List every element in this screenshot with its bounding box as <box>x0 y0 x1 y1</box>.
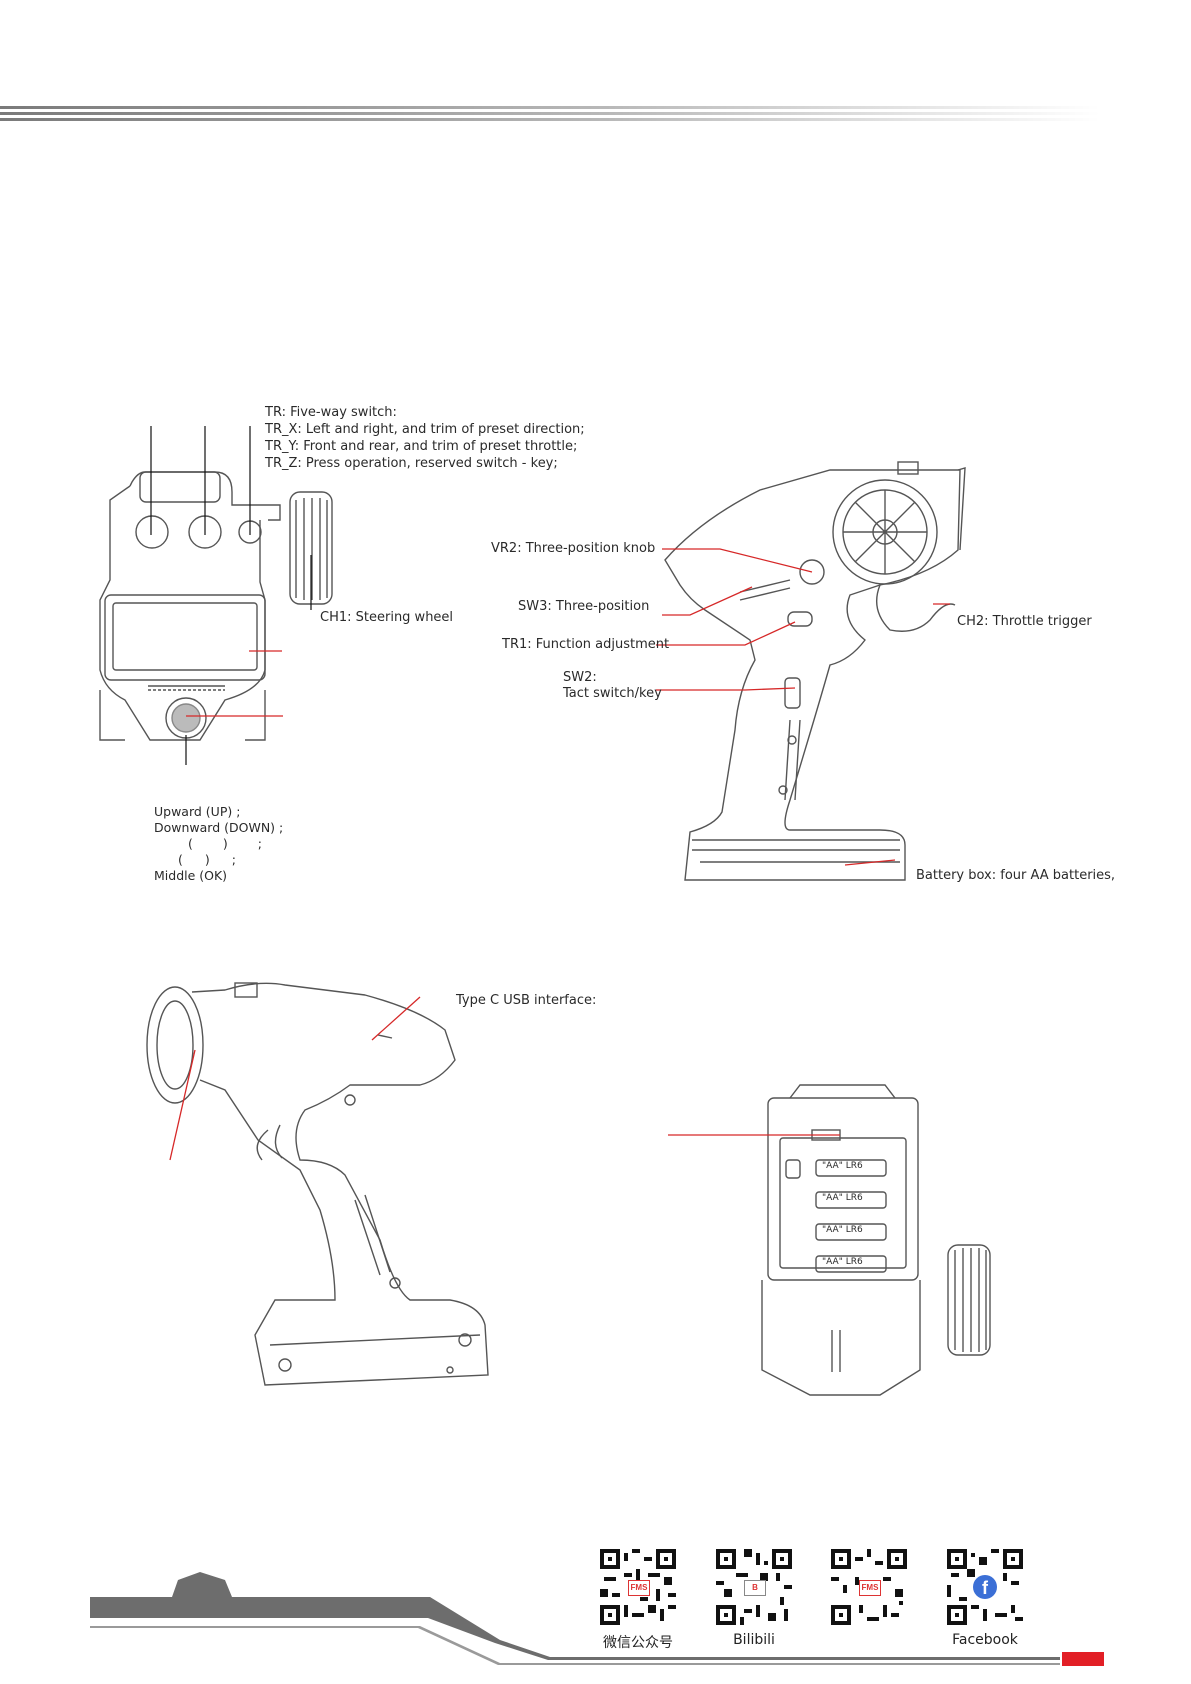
qr-code-bilibili[interactable] <box>716 1549 792 1625</box>
ch1-label: CH1: Steering wheel <box>320 610 454 625</box>
five-way-left: ( ) ; <box>188 836 262 851</box>
footer-accent-bar <box>1062 1652 1104 1666</box>
brand-logo-icon: FMS <box>859 1580 881 1596</box>
tr1-label: TR1: Function adjustment <box>502 637 670 652</box>
side-view-drawing <box>664 461 966 881</box>
sw2-desc-label: Tact switch/key <box>563 686 662 701</box>
five-way-right: ( ) ; <box>178 852 236 867</box>
battery-cell-label: "AA" LR6 <box>822 1161 863 1171</box>
tr-title-label: TR: Five-way switch: <box>265 405 397 420</box>
vr2-label: VR2: Three-position knob <box>491 541 656 556</box>
battery-cell-label: "AA" LR6 <box>822 1257 863 1267</box>
ch2-label: CH2: Throttle trigger <box>957 614 1092 629</box>
qr-code-facebook[interactable] <box>947 1549 1023 1625</box>
five-way-down: Downward (DOWN) ; <box>154 820 284 835</box>
tr-z-label: TR_Z: Press operation, reserved switch -… <box>265 456 558 471</box>
battery-cell-label: "AA" LR6 <box>822 1225 863 1235</box>
wechat-logo-icon: FMS <box>628 1580 650 1596</box>
sw3-label: SW3: Three-position <box>518 599 650 614</box>
qr-caption-wechat: 微信公众号 <box>603 1635 673 1651</box>
battery-box-label: Battery box: four AA batteries, <box>916 868 1116 883</box>
usb-label: Type C USB interface: <box>456 993 597 1008</box>
battery-view-drawing <box>761 1084 991 1396</box>
rear-view-drawing <box>146 982 489 1386</box>
sw2-label: SW2: <box>563 670 597 685</box>
five-way-up: Upward (UP) ; <box>154 804 241 819</box>
qr-caption-facebook: Facebook <box>952 1632 1018 1648</box>
tr-y-label: TR_Y: Front and rear, and trim of preset… <box>265 439 578 454</box>
bilibili-logo-icon: B <box>744 1580 766 1596</box>
battery-cell-label: "AA" LR6 <box>822 1193 863 1203</box>
header-stripes-svg <box>0 106 1100 121</box>
facebook-icon: f <box>973 1575 997 1599</box>
five-way-middle: Middle (OK) <box>154 868 228 883</box>
qr-caption-bilibili: Bilibili <box>733 1632 775 1648</box>
tr-x-label: TR_X: Left and right, and trim of preset… <box>265 422 585 437</box>
